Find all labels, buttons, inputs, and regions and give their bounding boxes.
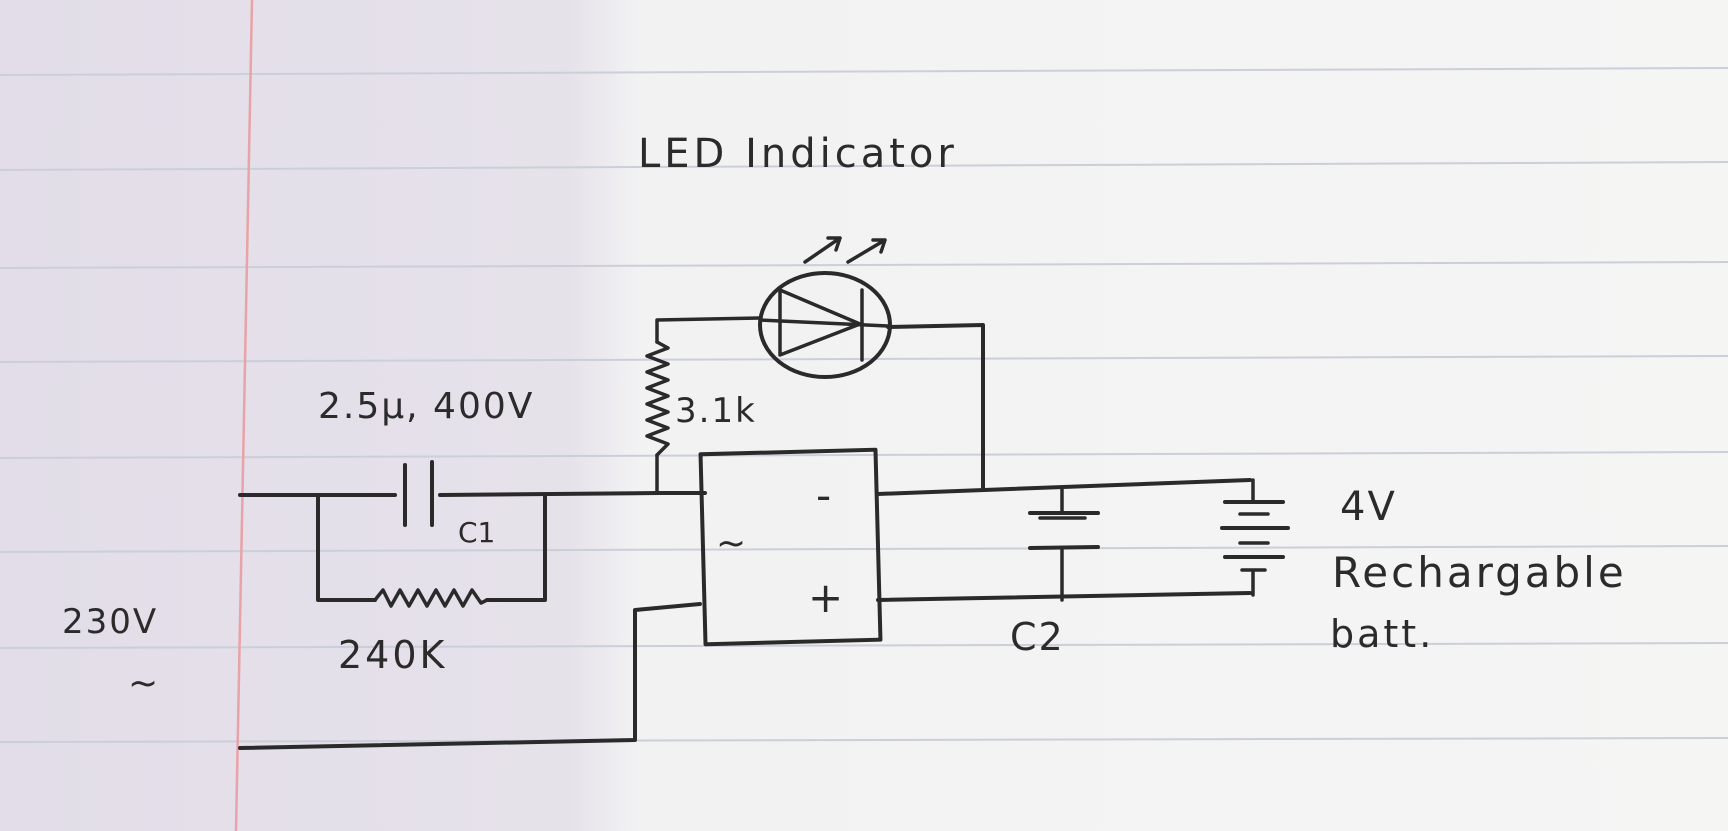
battery-symbol xyxy=(1220,500,1290,572)
battery-voltage-label: 4V xyxy=(1340,484,1397,530)
bridge-minus-terminal-label: - xyxy=(816,471,831,520)
resistor-3-1k-label: 3.1k xyxy=(675,391,757,431)
led-symbol xyxy=(758,236,892,379)
bridge-ac-terminal-label: ~ xyxy=(716,523,746,564)
led-indicator-label: LED Indicator xyxy=(638,131,958,177)
mains-ac-symbol: ~ xyxy=(128,663,158,704)
bridge-plus-terminal-label: + xyxy=(808,573,843,622)
battery-description-line1: Rechargable xyxy=(1332,548,1627,597)
capacitor-c1-rating-label: 2.5µ, 400V xyxy=(318,386,534,427)
mains-voltage-label: 230V xyxy=(62,602,158,642)
capacitor-c1-name-label: C1 xyxy=(458,516,495,549)
capacitor-c1-symbol xyxy=(403,460,434,527)
resistor-3-1k-symbol xyxy=(645,340,670,457)
capacitor-c2-label: C2 xyxy=(1010,615,1065,659)
battery-description-line2: batt. xyxy=(1330,612,1434,656)
bridge-rectifier-box xyxy=(698,447,883,647)
margin-line xyxy=(234,0,254,831)
capacitor-c2-symbol xyxy=(1028,511,1100,550)
resistor-240k-label: 240K xyxy=(338,633,447,677)
resistor-240k-symbol xyxy=(373,588,489,608)
circuit-wires xyxy=(238,316,1255,750)
ruled-lines xyxy=(0,67,1728,743)
